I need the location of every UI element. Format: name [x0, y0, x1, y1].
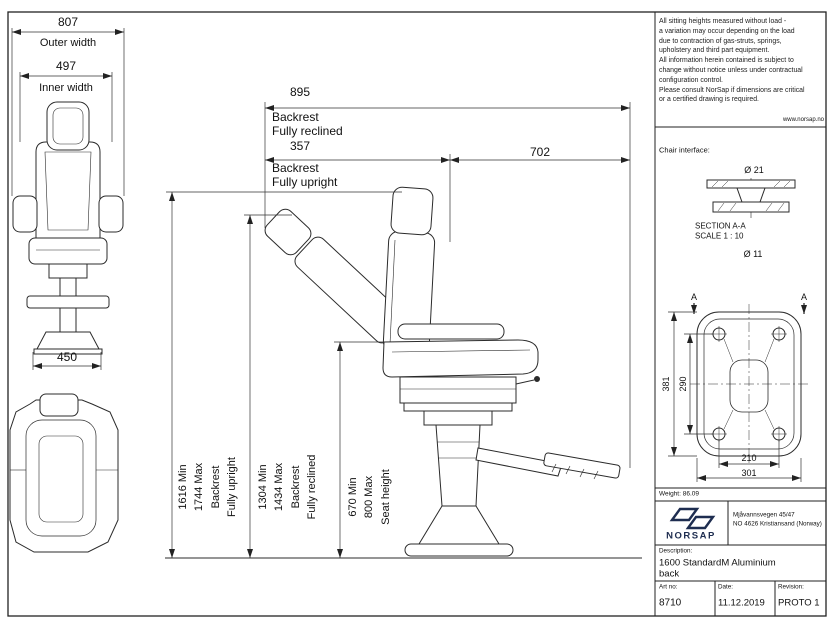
- section-marker-right: A: [800, 292, 808, 302]
- dim-inner-width-label: Inner width: [39, 82, 93, 94]
- address-line2: NO 4626 Kristiansand (Norway): [733, 520, 822, 528]
- date-label: Date:: [718, 583, 734, 591]
- address-line1: Mjåvannsvegen 45/47: [733, 511, 795, 519]
- dim-reclined-length-value: 895: [289, 85, 311, 99]
- mounting-plate-drawing: [690, 304, 808, 464]
- section-aa-drawing: [706, 178, 796, 218]
- dim-height-upright-word2: Fully upright: [226, 457, 238, 517]
- dim-height-upright-min: 1616 Min: [177, 464, 189, 510]
- dim-reclined-length-label1: Backrest: [272, 110, 319, 124]
- dim-upright-length-label1: Backrest: [272, 161, 319, 175]
- dim-seat-height-max: 800 Max: [363, 475, 375, 519]
- art-no-label: Art no:: [659, 583, 678, 591]
- dim-height-reclined-min: 1304 Min: [257, 464, 269, 510]
- dim-seat-height-label: Seat height: [380, 469, 392, 525]
- dim-upright-length-value: 357: [289, 139, 311, 153]
- dim-height-reclined-max: 1434 Max: [273, 462, 285, 512]
- section-scale: SCALE 1 : 10: [695, 231, 744, 241]
- plate-dimension-lines: [668, 311, 802, 482]
- date-value: 11.12.2019: [718, 597, 765, 609]
- dim-inner-width-value: 497: [55, 59, 77, 73]
- brand-name: NORSAP: [666, 530, 716, 542]
- dim-plate-height-inner: 290: [678, 376, 688, 392]
- dim-diameter-top: Ø 21: [744, 165, 764, 175]
- section-marker-left: A: [690, 292, 698, 302]
- art-no-value: 8710: [659, 597, 682, 609]
- section-title: SECTION A-A: [695, 221, 746, 231]
- dim-plate-height-outer: 381: [661, 376, 671, 392]
- dim-base-width-value: 450: [56, 350, 78, 364]
- dim-height-reclined-word2: Fully reclined: [306, 454, 318, 520]
- dim-depth-value: 702: [529, 145, 551, 159]
- dim-diameter-bottom: Ø 11: [743, 249, 763, 259]
- top-view-drawing: [9, 393, 119, 553]
- dim-upright-length-label2: Fully upright: [272, 175, 338, 189]
- sheet-frame: [7, 11, 827, 617]
- front-view-drawing: [12, 101, 124, 355]
- revision-value: PROTO 1: [778, 597, 820, 609]
- dim-height-reclined-word1: Backrest: [290, 465, 302, 509]
- dim-outer-width-label: Outer width: [39, 37, 97, 49]
- dim-height-upright-max: 1744 Max: [193, 462, 205, 512]
- weight-text: Weight: 86.09: [659, 490, 699, 498]
- front-view-dimension-lines: [11, 28, 125, 370]
- norsap-logo-icon: [669, 507, 716, 530]
- notes-text: All sitting heights measured without loa…: [659, 18, 805, 104]
- dim-reclined-length-label2: Fully reclined: [272, 124, 343, 138]
- side-view-drawing: [165, 186, 642, 559]
- revision-label: Revision:: [778, 583, 804, 591]
- website-link: www.norsap.no: [782, 117, 824, 123]
- dim-seat-height-min: 670 Min: [347, 477, 359, 517]
- dim-plate-width-outer: 301: [741, 468, 757, 478]
- description-label: Description:: [659, 547, 693, 555]
- dim-height-upright-word1: Backrest: [210, 465, 222, 509]
- dim-plate-width-inner: 210: [741, 453, 757, 463]
- description-line2: back: [659, 568, 680, 580]
- side-view-dimension-lines: [166, 102, 631, 558]
- description-line1: 1600 StandardM Aluminium: [659, 557, 776, 569]
- dim-outer-width-value: 807: [57, 15, 79, 29]
- chair-interface-label: Chair interface:: [659, 145, 710, 155]
